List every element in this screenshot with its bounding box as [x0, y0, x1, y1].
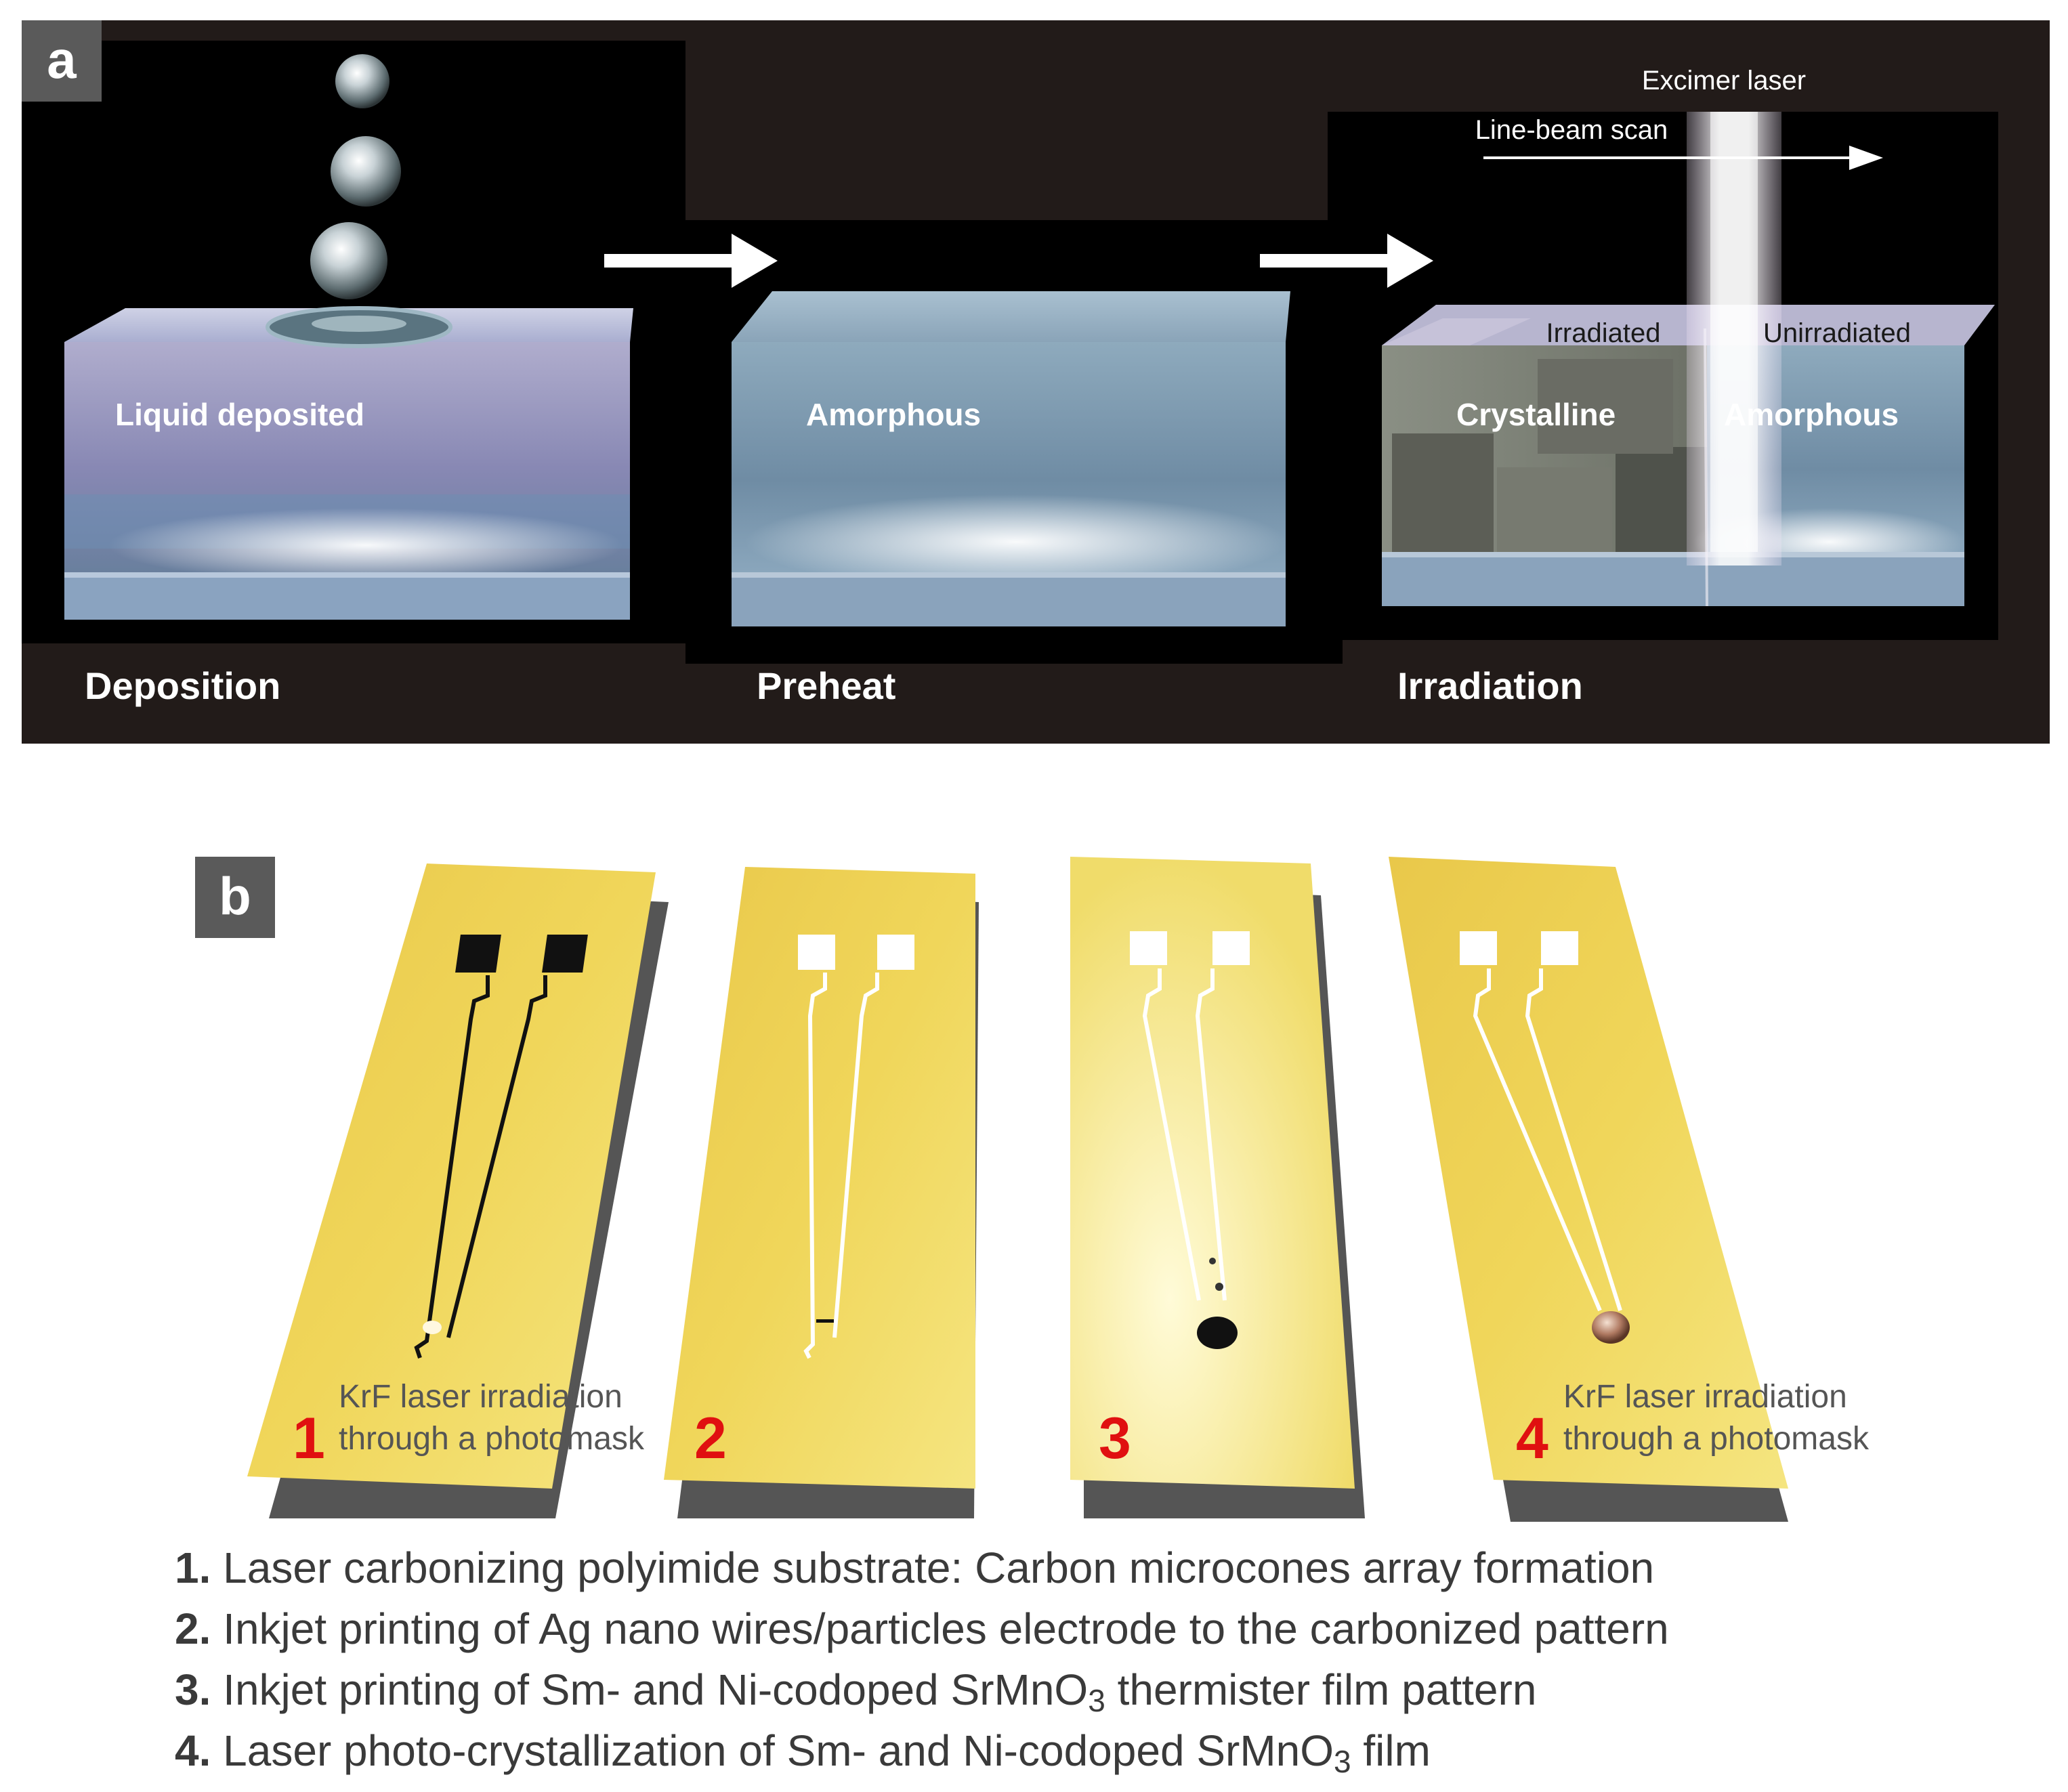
arrow-preheat-to-irradiation	[1260, 234, 1433, 288]
arrow-deposition-to-preheat	[604, 234, 778, 288]
process-steps-list: 1. Laser carbonizing polyimide substrate…	[175, 1537, 2004, 1781]
strip-1	[247, 863, 669, 1518]
stage-deposition-label: Deposition	[85, 664, 280, 707]
step-3-text: Inkjet printing of Sm- and Ni-codoped Sr…	[223, 1665, 1537, 1716]
step-1-text: Laser carbonizing polyimide substrate: C…	[223, 1543, 1655, 1592]
note-4-line-1: KrF laser irradiation	[1563, 1379, 1847, 1415]
step-4-text-pre: Laser photo-crystallization of Sm- and N…	[223, 1726, 1334, 1775]
crystalline-label: Crystalline	[1456, 397, 1616, 432]
step-1-number: 1.	[175, 1543, 211, 1592]
step-3-number: 3.	[175, 1665, 211, 1714]
strip-2-number: 2	[694, 1406, 727, 1471]
stage-preheat-label: Preheat	[757, 664, 895, 707]
liquid-deposited-label: Liquid deposited	[115, 397, 364, 432]
panel-a-label: a	[47, 30, 77, 89]
irradiation-block	[1382, 305, 1995, 607]
deposition-block	[64, 306, 633, 620]
step-2-text: Inkjet printing of Ag nano wires/particl…	[223, 1604, 1669, 1653]
preheat-amorphous-label: Amorphous	[806, 397, 981, 432]
stage-irradiation-label: Irradiation	[1397, 664, 1583, 707]
step-4-subscript: 3	[1334, 1744, 1351, 1779]
droplet-1	[335, 54, 389, 108]
step-3-subscript: 3	[1088, 1683, 1105, 1718]
droplet-2	[331, 136, 401, 207]
panel-b-label-box	[195, 857, 275, 938]
unirradiated-label: Unirradiated	[1763, 318, 1911, 348]
note-4-line-2: through a photomask	[1563, 1421, 1870, 1457]
irradiation-amorphous-label: Amorphous	[1724, 397, 1899, 432]
step-3: 3. Inkjet printing of Sm- and Ni-codoped…	[175, 1659, 2004, 1720]
step-4-text: Laser photo-crystallization of Sm- and N…	[223, 1726, 1431, 1777]
panel-a: a Liquid deposited	[22, 20, 2050, 744]
step-1: 1. Laser carbonizing polyimide substrate…	[175, 1537, 2004, 1598]
preheat-block	[732, 291, 1290, 626]
strip-4-number: 4	[1516, 1406, 1548, 1471]
strip-3	[1070, 857, 1365, 1518]
panel-a-label-box	[22, 20, 102, 102]
excimer-laser-label: Excimer laser	[1642, 66, 1806, 95]
droplet-3	[310, 222, 387, 299]
note-1-line-1: KrF laser irradiation	[339, 1379, 622, 1415]
scan-arrow	[1483, 146, 1883, 170]
step-3-text-pre: Inkjet printing of Sm- and Ni-codoped Sr…	[223, 1665, 1089, 1714]
step-2-number: 2.	[175, 1604, 211, 1653]
step-4-text-post: film	[1351, 1726, 1431, 1775]
note-1-line-2: through a photomask	[339, 1421, 645, 1457]
excimer-laser-beam	[1687, 112, 1781, 566]
strip-3-number: 3	[1099, 1406, 1131, 1471]
irradiated-label: Irradiated	[1546, 318, 1661, 348]
panel-b: b	[195, 857, 1870, 1522]
strip-2	[664, 867, 979, 1518]
panel-b-label: b	[219, 866, 251, 926]
step-3-text-post: thermister film pattern	[1105, 1665, 1537, 1714]
line-beam-scan-label: Line-beam scan	[1475, 115, 1668, 145]
step-4-number: 4.	[175, 1726, 211, 1775]
strip-4	[1389, 857, 1788, 1522]
strip-1-number: 1	[293, 1406, 325, 1471]
step-4: 4. Laser photo-crystallization of Sm- an…	[175, 1720, 2004, 1781]
step-2: 2. Inkjet printing of Ag nano wires/part…	[175, 1598, 2004, 1659]
